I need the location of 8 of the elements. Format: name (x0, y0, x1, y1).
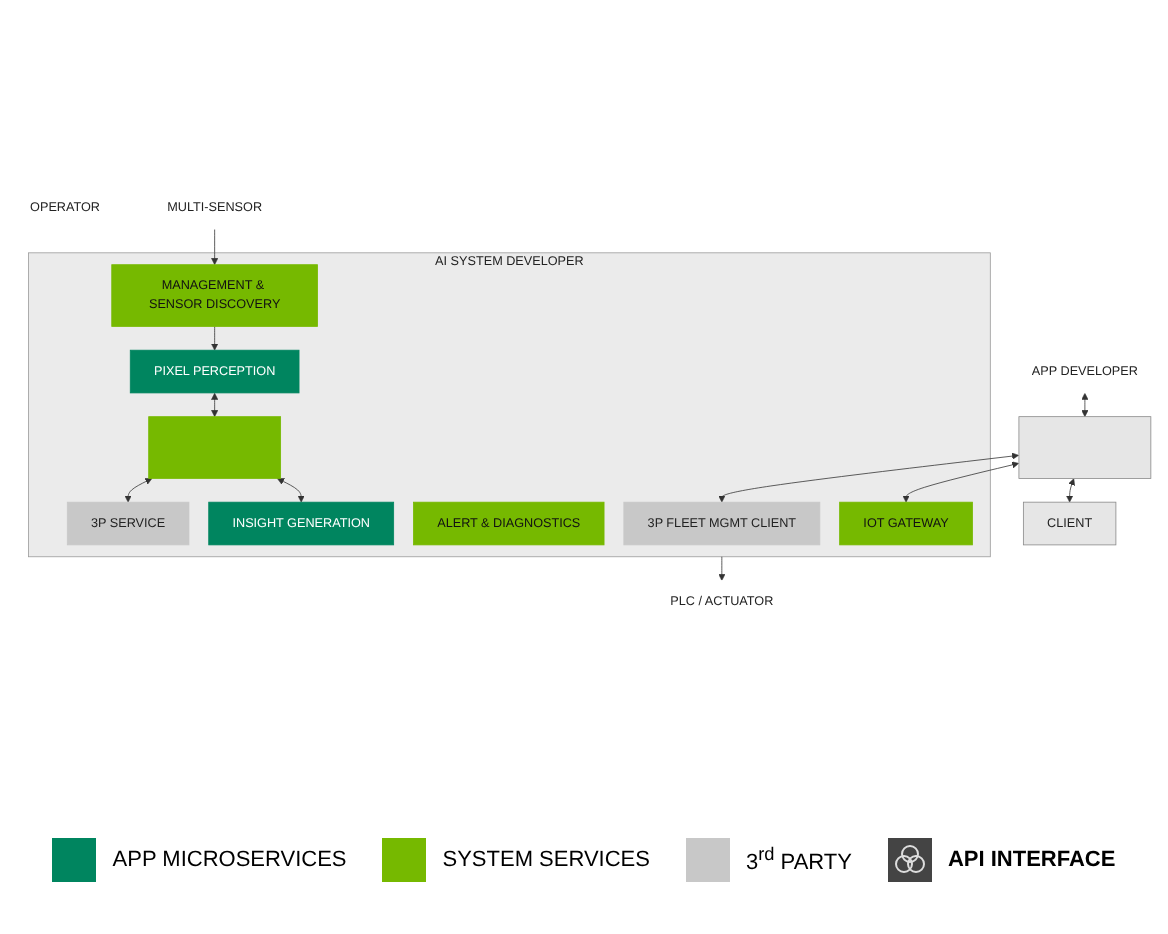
legend-label: 3$^{rd}$ PARTY (745, 844, 852, 876)
legend-label: API INTERFACE (947, 848, 1116, 872)
node-box (148, 416, 281, 479)
arrow (1081, 393, 1089, 418)
arrow (211, 393, 219, 418)
legend-label: APP MICROSERVICES (112, 848, 347, 872)
legend-label: SYSTEM SERVICES (442, 848, 650, 872)
node-box (1018, 416, 1152, 479)
